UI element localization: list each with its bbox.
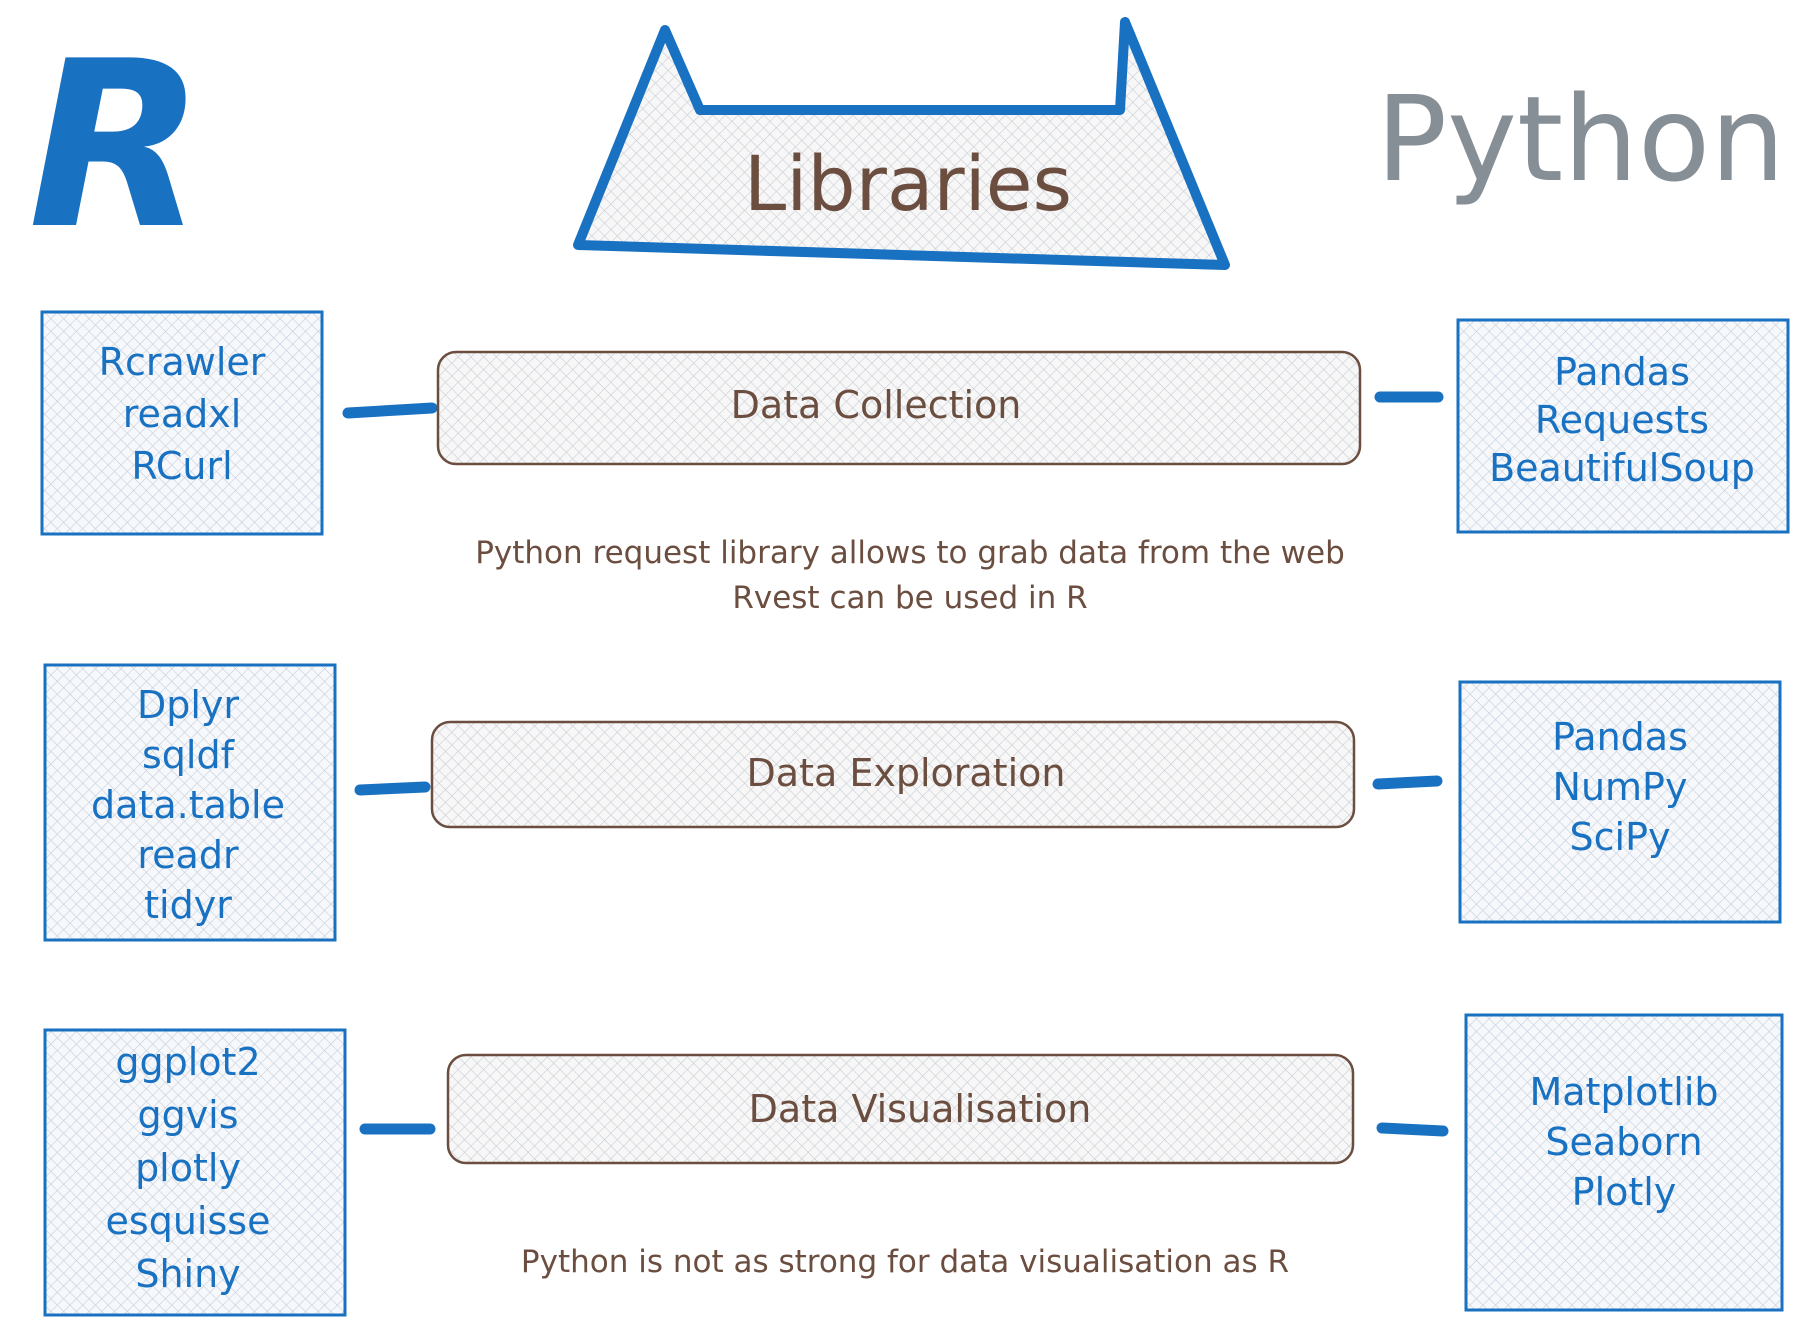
r-library: esquisse — [106, 1199, 271, 1243]
python-connector — [1376, 1122, 1449, 1137]
python-library: Pandas — [1554, 350, 1690, 394]
python-library: Plotly — [1572, 1170, 1677, 1214]
row-data-exploration: Dplyr sqldf data.table readr tidyr Data … — [43, 663, 1782, 942]
row-data-visualisation: ggplot2 ggvis plotly esquisse Shiny Data… — [43, 1013, 1784, 1317]
r-library: data.table — [91, 783, 285, 827]
note-text: Python is not as strong for data visuali… — [521, 1244, 1289, 1280]
r-connector — [354, 781, 431, 796]
r-library: Dplyr — [137, 683, 239, 727]
python-library: SciPy — [1570, 815, 1671, 859]
python-library: NumPy — [1553, 765, 1688, 809]
note-text: Rvest can be used in R — [732, 580, 1087, 616]
r-library: tidyr — [144, 883, 232, 927]
r-library: readxl — [123, 392, 242, 436]
category-box — [430, 720, 1356, 829]
python-library: BeautifulSoup — [1489, 446, 1755, 490]
page-title: Libraries — [744, 139, 1072, 228]
r-library: sqldf — [142, 733, 236, 777]
r-connector — [342, 402, 438, 419]
r-library: Shiny — [135, 1252, 240, 1296]
r-library: plotly — [135, 1146, 241, 1190]
category-label: Data Collection — [731, 383, 1022, 427]
category-label: Data Exploration — [747, 751, 1066, 795]
title-banner — [573, 17, 1230, 270]
r-libraries-box — [43, 1028, 347, 1317]
python-libraries-box — [1458, 680, 1782, 924]
r-library: RCurl — [131, 444, 232, 488]
r-libraries-box — [40, 310, 324, 536]
r-library: Rcrawler — [99, 340, 266, 384]
python-connector — [1372, 775, 1443, 790]
python-library: Pandas — [1552, 715, 1688, 759]
note-text: Python request library allows to grab da… — [475, 535, 1345, 571]
r-libraries-box — [43, 663, 337, 942]
python-library: Requests — [1535, 398, 1709, 442]
python-library: Seaborn — [1545, 1120, 1702, 1164]
r-library: ggvis — [137, 1093, 238, 1137]
r-library: ggplot2 — [115, 1040, 260, 1084]
row-data-collection: Rcrawler readxl RCurl Data Collection Pa… — [40, 310, 1790, 616]
python-libraries-box — [1464, 1013, 1784, 1312]
r-library: readr — [137, 833, 239, 877]
category-box — [436, 350, 1362, 466]
category-label: Data Visualisation — [749, 1087, 1092, 1131]
r-logo: R — [28, 13, 205, 280]
category-box — [446, 1053, 1355, 1165]
python-libraries-box — [1456, 318, 1790, 534]
python-library: Matplotlib — [1529, 1070, 1718, 1114]
python-label: Python — [1376, 70, 1785, 208]
